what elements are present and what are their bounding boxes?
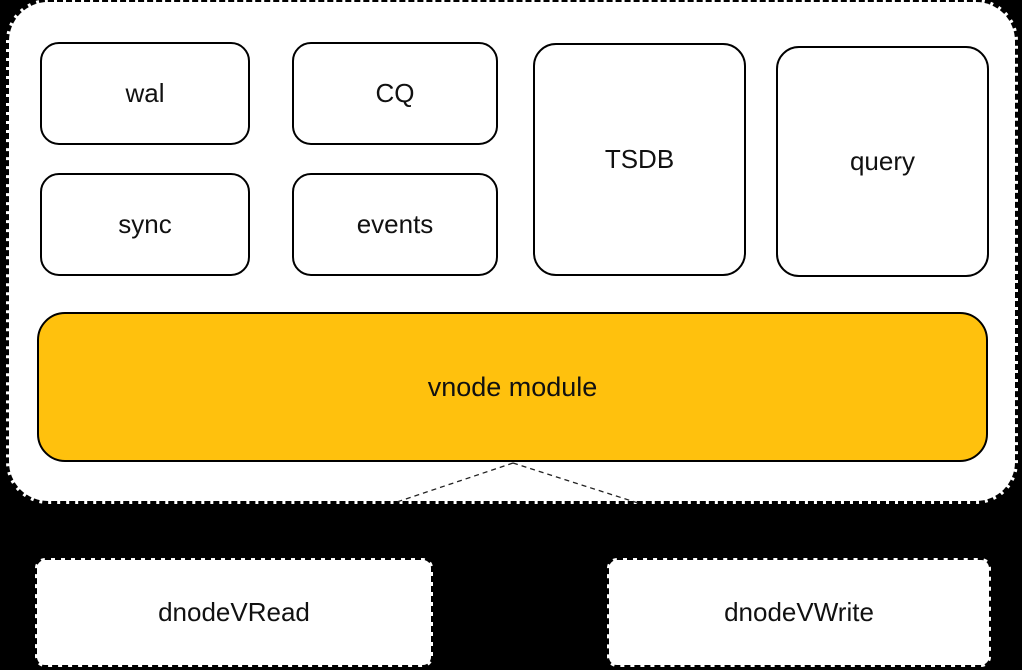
vnode-module-box: vnode module (37, 312, 988, 462)
module-box-events: events (292, 173, 498, 276)
module-label-sync: sync (118, 209, 172, 239)
module-box-cq: CQ (292, 42, 498, 145)
module-label-wal: wal (125, 78, 165, 108)
dnode-vread-box: dnodeVRead (35, 558, 433, 667)
module-box-tsdb: TSDB (533, 43, 746, 276)
module-label-query: query (849, 146, 916, 176)
module-box-wal: wal (40, 42, 250, 145)
dnode-vwrite-box: dnodeVWrite (607, 558, 991, 667)
module-label-cq: CQ (375, 78, 415, 108)
module-label-events: events (356, 209, 434, 239)
vnode-module-label: vnode module (427, 371, 598, 402)
dnode-vread-label: dnodeVRead (158, 597, 310, 627)
module-box-sync: sync (40, 173, 250, 276)
module-label-tsdb: TSDB (604, 144, 675, 174)
module-box-query: query (776, 46, 989, 277)
dnode-vwrite-label: dnodeVWrite (724, 597, 874, 627)
